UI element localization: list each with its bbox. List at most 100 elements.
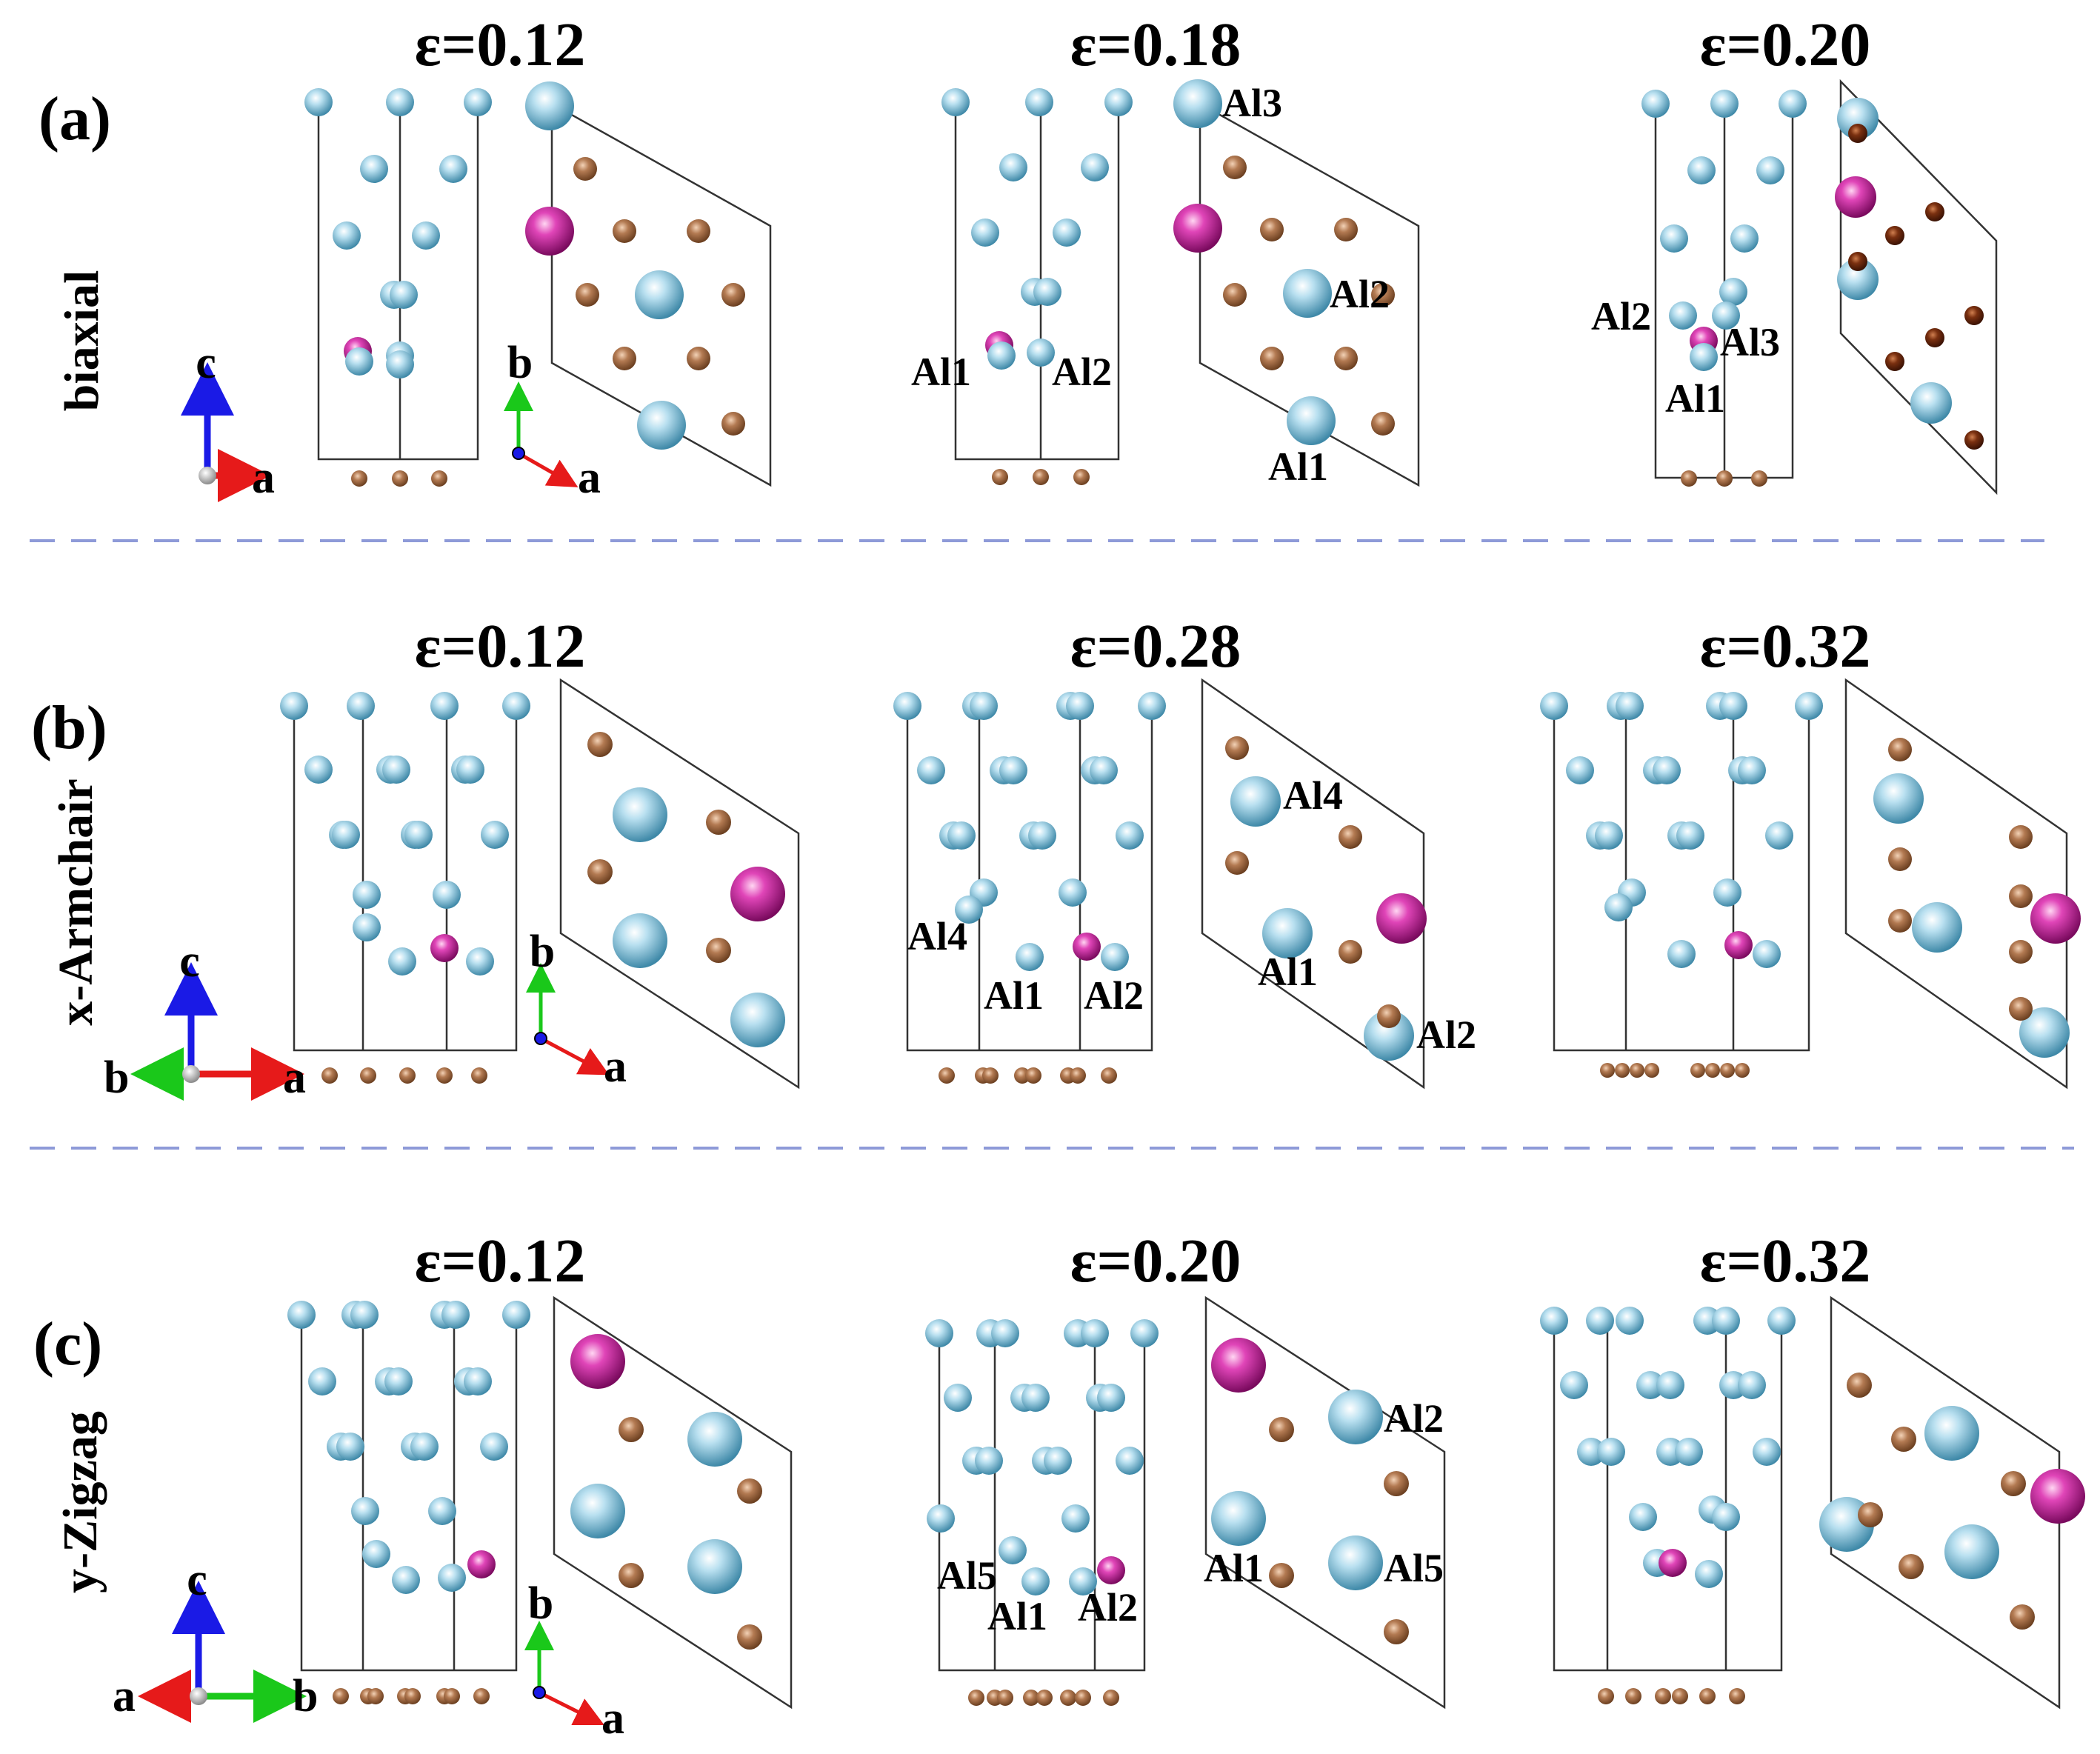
- al-atom: [1738, 1371, 1766, 1399]
- axis-label-c: c: [196, 338, 216, 388]
- carbon-atom: [997, 1690, 1013, 1706]
- al-atom: [1059, 878, 1087, 907]
- al-atom: [1021, 1567, 1050, 1595]
- al-atom: [1753, 940, 1781, 968]
- atom-label: Al1: [1268, 444, 1328, 489]
- magenta-atom: [430, 934, 459, 962]
- carbon-atom: [1384, 1619, 1409, 1644]
- al-atom: [1767, 1307, 1796, 1335]
- strain-value-title: ε=0.20: [1700, 10, 1871, 79]
- al-atom: [917, 756, 945, 784]
- carbon-atom: [1847, 1373, 1872, 1398]
- atom-label: Al1: [1665, 376, 1725, 421]
- al-atom: [1328, 1390, 1383, 1444]
- carbon-atom: [321, 1067, 338, 1084]
- al-atom: [1116, 1447, 1144, 1475]
- al-atom: [1262, 908, 1313, 958]
- atom-label: Al1: [984, 973, 1044, 1018]
- carbon-atom: [1720, 1063, 1735, 1078]
- al-atom: [332, 821, 360, 849]
- al-atom: [999, 153, 1027, 181]
- carbon-atom: [1025, 1067, 1041, 1084]
- al-atom: [971, 219, 999, 247]
- carbon-atom: [1751, 470, 1767, 487]
- al-atom: [635, 270, 684, 319]
- al-atom: [441, 1301, 470, 1329]
- al-atom: [975, 1447, 1003, 1475]
- carbon-atom: [1888, 909, 1912, 933]
- al-atom: [1090, 756, 1118, 784]
- panel-letter: (b): [31, 693, 107, 762]
- al-atom: [1364, 1010, 1414, 1061]
- carbon-atom: [1899, 1554, 1924, 1579]
- magenta-atom: [1376, 893, 1427, 944]
- top-unit-cell: [1819, 1296, 2085, 1710]
- top-unit-cell: [1204, 1296, 1446, 1710]
- carbon-atom: [404, 1688, 421, 1704]
- al-atom: [1873, 773, 1924, 824]
- al-atom: [353, 913, 381, 941]
- carbon-atom: [619, 1417, 644, 1442]
- al-atom: [336, 1433, 364, 1461]
- carbon-atom: [2009, 940, 2033, 964]
- front-unit-cell: [941, 88, 1133, 485]
- atom-label: Al1: [1258, 950, 1318, 994]
- al-atom: [386, 88, 414, 116]
- carbon-atom: [1729, 1688, 1745, 1704]
- al-atom: [1667, 940, 1696, 968]
- dark-atom: [1848, 124, 1867, 143]
- strain-mode-label: biaxial: [55, 270, 109, 412]
- carbon-atom: [1334, 347, 1358, 370]
- al-atom: [384, 1367, 413, 1395]
- top-unit-cell: [525, 81, 772, 487]
- strain-value-title: ε=0.28: [1070, 612, 1241, 681]
- al-atom: [1660, 224, 1688, 253]
- al-atom: [1540, 692, 1568, 720]
- al-atom: [1795, 692, 1823, 720]
- carbon-atom: [367, 1688, 384, 1704]
- al-atom: [1676, 821, 1704, 850]
- carbon-atom: [1073, 469, 1090, 485]
- al-atom: [464, 88, 492, 116]
- al-atom: [927, 1504, 955, 1533]
- atom-label: Al3: [1222, 81, 1282, 125]
- carbon-atom: [1371, 412, 1395, 436]
- carbon-atom: [1384, 1471, 1409, 1496]
- carbon-atom: [587, 859, 613, 884]
- al-atom: [1586, 1307, 1614, 1335]
- carbon-atom: [613, 219, 636, 243]
- al-atom: [1328, 1535, 1383, 1590]
- top-unit-cell: [553, 1296, 793, 1710]
- magenta-atom: [1724, 931, 1753, 959]
- al-atom: [687, 1412, 742, 1467]
- al-atom: [947, 821, 976, 850]
- carbon-atom: [1334, 218, 1358, 241]
- al-atom: [430, 692, 459, 720]
- al-atom: [1675, 1438, 1703, 1466]
- al-atom: [991, 1319, 1019, 1347]
- strain-value-title: ε=0.18: [1070, 10, 1241, 79]
- strain-value-title: ε=0.12: [415, 10, 586, 79]
- al-atom: [360, 155, 388, 183]
- axis-triad-front: c a b: [113, 1555, 318, 1723]
- atom-label: Al2: [1384, 1396, 1444, 1441]
- al-atom: [1604, 893, 1633, 921]
- carbon-atom: [1644, 1063, 1659, 1078]
- carbon-atom: [333, 1688, 349, 1704]
- strain-value-title: ε=0.12: [415, 612, 586, 681]
- al-atom: [1577, 1438, 1605, 1466]
- carbon-atom: [1260, 218, 1284, 241]
- al-atom: [386, 350, 414, 379]
- carbon-atom: [1036, 1690, 1053, 1706]
- al-atom: [1560, 1371, 1588, 1399]
- al-atom: [1924, 1406, 1979, 1461]
- axis-label-b: b: [530, 927, 555, 977]
- carbon-atom: [1630, 1063, 1644, 1078]
- front-unit-cell: [1540, 1307, 1796, 1704]
- al-atom: [1669, 301, 1697, 330]
- al-atom: [1756, 156, 1784, 184]
- al-atom: [280, 692, 308, 720]
- al-atom: [613, 913, 667, 968]
- axis-label-a: a: [601, 1693, 624, 1744]
- al-atom: [438, 1564, 466, 1592]
